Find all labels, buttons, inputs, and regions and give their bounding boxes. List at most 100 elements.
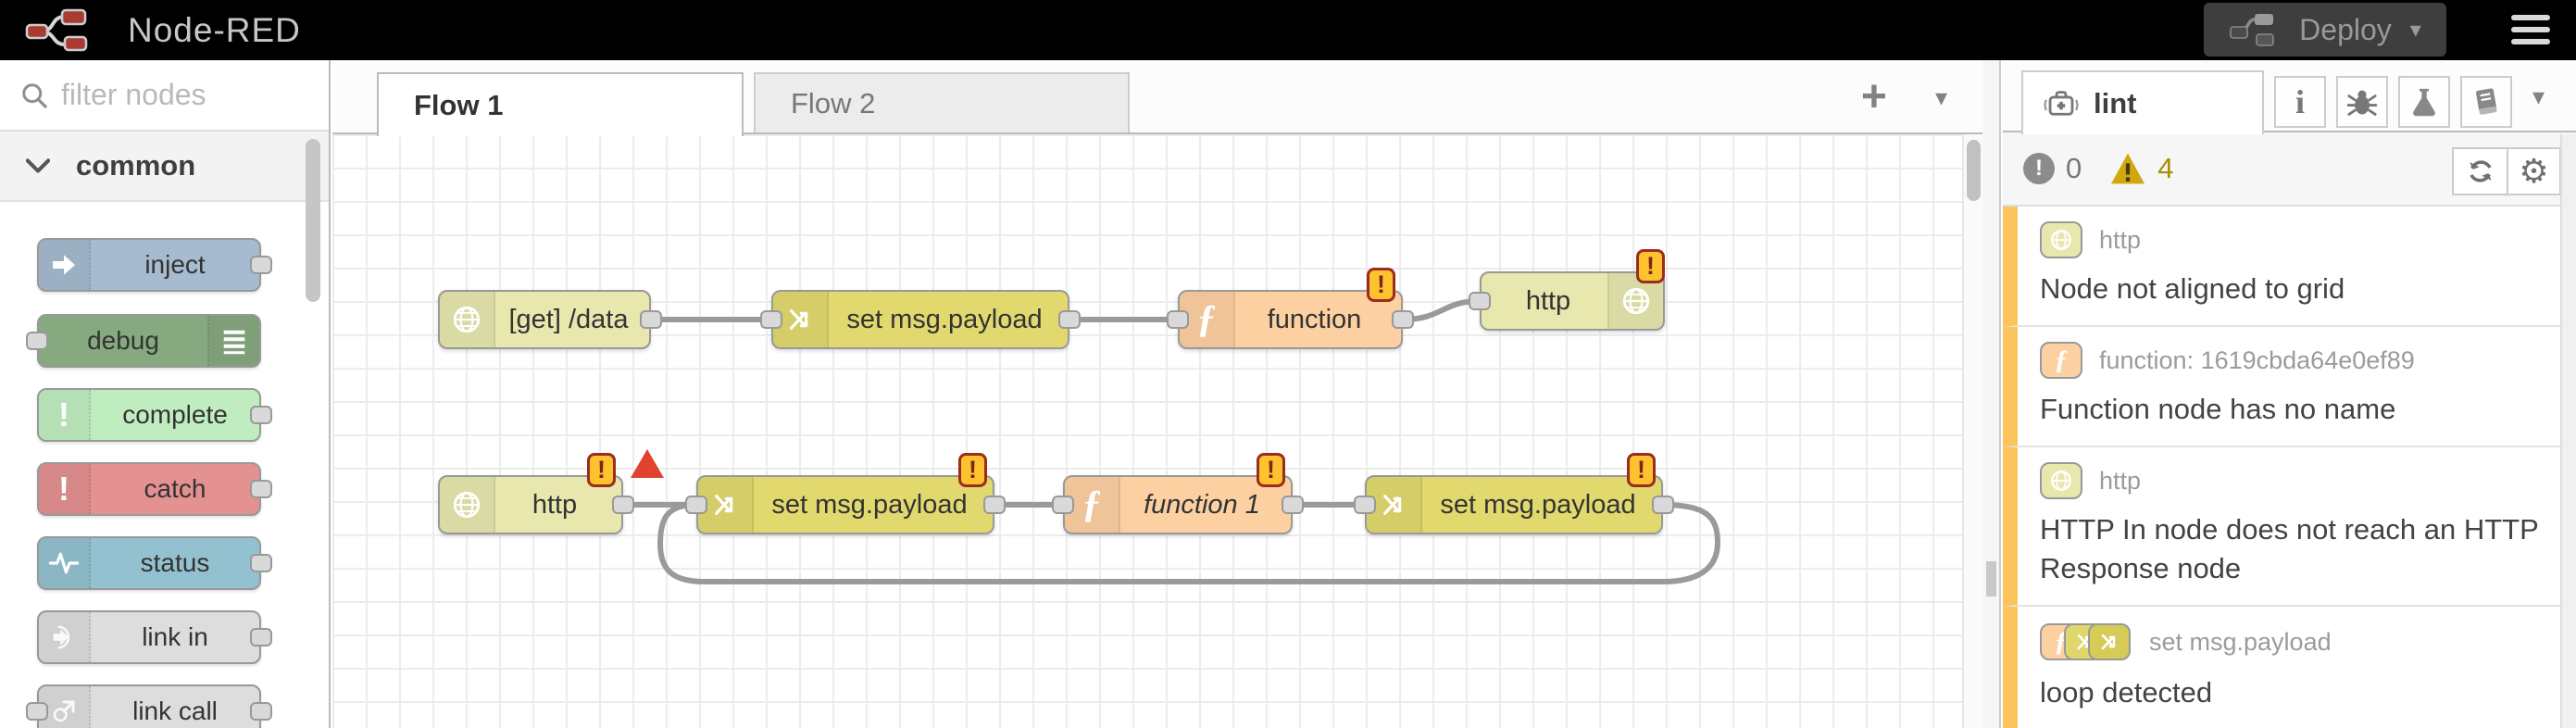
lint-issue-list: http Node not aligned to grid ƒ function… bbox=[2003, 207, 2576, 728]
lint-issue-node-label: function: 1619cbda64e0ef89 bbox=[2099, 345, 2415, 374]
input-port[interactable] bbox=[1052, 496, 1074, 514]
tab-docs[interactable] bbox=[2460, 76, 2512, 128]
tab-debug[interactable] bbox=[2336, 76, 2388, 128]
output-port[interactable] bbox=[1282, 496, 1304, 514]
sidebar-tabs-caret-icon[interactable]: ▾ bbox=[2532, 82, 2545, 110]
input-port[interactable] bbox=[760, 310, 782, 329]
lint-toolbar-buttons: ⚙ bbox=[2452, 147, 2561, 195]
tab-info[interactable]: i bbox=[2274, 76, 2326, 128]
flow-node-function[interactable]: ! ƒ function bbox=[1167, 268, 1414, 349]
flow-node-http-in-2[interactable]: ! http bbox=[438, 449, 664, 534]
header: Node-RED Deploy ▾ bbox=[0, 0, 2576, 60]
palette-node-label: inject bbox=[144, 250, 206, 279]
canvas-scrollbar-thumb[interactable] bbox=[1967, 140, 1981, 201]
palette-node-complete[interactable]: ! complete bbox=[37, 388, 272, 442]
output-port[interactable] bbox=[250, 406, 272, 424]
link-in-icon bbox=[39, 612, 91, 662]
deploy-button[interactable]: Deploy ▾ bbox=[2204, 3, 2446, 56]
node-label: function 1 bbox=[1144, 489, 1260, 520]
palette-node-debug[interactable]: debug bbox=[26, 314, 261, 368]
node-badge-stack: ƒ bbox=[2040, 621, 2132, 662]
exclamation-icon: ! bbox=[39, 464, 91, 514]
output-port[interactable] bbox=[250, 702, 272, 721]
warning-badge: ! bbox=[1367, 268, 1395, 302]
warning-triangle-icon bbox=[2111, 153, 2145, 184]
globe-icon bbox=[440, 292, 495, 347]
output-port[interactable] bbox=[640, 310, 662, 329]
output-port[interactable] bbox=[612, 496, 634, 514]
palette-scrollbar[interactable] bbox=[306, 139, 320, 302]
node-label: function bbox=[1267, 304, 1362, 334]
tab-lint[interactable]: lint bbox=[2021, 70, 2264, 134]
palette-category-common[interactable]: common bbox=[0, 132, 329, 202]
output-port[interactable] bbox=[1392, 310, 1414, 329]
warning-badge: ! bbox=[1257, 453, 1285, 487]
input-port[interactable] bbox=[1469, 292, 1491, 310]
palette-node-status[interactable]: status bbox=[37, 536, 272, 590]
palette-sidebar: common inject debug ! bbox=[0, 60, 331, 728]
function-icon: ƒ bbox=[1065, 477, 1120, 533]
change-shuffle-icon bbox=[1367, 477, 1422, 533]
input-port[interactable] bbox=[1354, 496, 1376, 514]
settings-button[interactable]: ⚙ bbox=[2507, 149, 2559, 194]
palette-node-link-call[interactable]: link call bbox=[26, 684, 272, 728]
warning-badge: ! bbox=[1636, 249, 1665, 283]
search-icon bbox=[22, 82, 47, 108]
palette-node-link-in[interactable]: link in bbox=[37, 610, 272, 664]
tab-tests[interactable] bbox=[2398, 76, 2450, 128]
flow-node-http-in-get-data[interactable]: [get] /data bbox=[438, 290, 662, 349]
lint-issue-message: loop detected bbox=[2040, 676, 2213, 709]
deploy-caret-icon[interactable]: ▾ bbox=[2409, 17, 2421, 43]
flow-node-change-1[interactable]: set msg.payload bbox=[760, 290, 1081, 349]
palette-node-inject[interactable]: inject bbox=[37, 238, 272, 292]
refresh-button[interactable] bbox=[2454, 149, 2507, 194]
output-port[interactable] bbox=[250, 256, 272, 274]
output-port[interactable] bbox=[1058, 310, 1081, 329]
canvas-scrollbar[interactable] bbox=[1962, 134, 1982, 728]
tab-flow-2[interactable]: Flow 2 bbox=[754, 72, 1130, 132]
flask-icon bbox=[2413, 88, 2435, 117]
input-port[interactable] bbox=[1167, 310, 1189, 329]
lint-issue-message: Function node has no name bbox=[2040, 393, 2396, 425]
flow-node-change-3[interactable]: ! set msg.payload bbox=[1354, 453, 1674, 534]
node-red-logo bbox=[25, 8, 88, 52]
lint-issue-loop-detected[interactable]: ƒ set msg.payload bbox=[2003, 607, 2576, 728]
lint-issue-node-not-aligned[interactable]: http Node not aligned to grid bbox=[2003, 207, 2576, 327]
input-port[interactable] bbox=[26, 702, 48, 721]
flow-node-http-response[interactable]: ! http bbox=[1469, 249, 1665, 331]
output-port[interactable] bbox=[250, 554, 272, 572]
inject-arrow-icon bbox=[39, 240, 91, 290]
info-icon: i bbox=[2295, 83, 2305, 120]
book-icon bbox=[2475, 88, 2497, 115]
output-port[interactable] bbox=[983, 496, 1006, 514]
input-port[interactable] bbox=[26, 332, 48, 350]
splitter-grip[interactable] bbox=[1986, 561, 1996, 596]
flow-node-function-1[interactable]: ! ƒ function 1 bbox=[1052, 453, 1304, 534]
function-icon: ƒ bbox=[2054, 345, 2069, 375]
lint-sidebar: lint i bbox=[2003, 60, 2576, 728]
output-port[interactable] bbox=[1652, 496, 1674, 514]
node-label: http bbox=[1525, 285, 1571, 316]
lint-issue-node-label: set msg.payload bbox=[2149, 627, 2332, 656]
function-icon: ƒ bbox=[1180, 292, 1235, 347]
lint-issue-http-no-response[interactable]: http HTTP In node does not reach an HTTP… bbox=[2003, 447, 2576, 607]
flow-node-change-2[interactable]: ! set msg.payload bbox=[685, 453, 1006, 534]
flow-list-caret-icon[interactable]: ▾ bbox=[1934, 82, 1947, 111]
lint-issue-function-no-name[interactable]: ƒ function: 1619cbda64e0ef89 Function no… bbox=[2003, 327, 2576, 447]
lint-issue-message: HTTP In node does not reach an HTTP Resp… bbox=[2040, 513, 2539, 584]
change-shuffle-icon bbox=[698, 477, 754, 533]
output-port[interactable] bbox=[250, 480, 272, 498]
palette-node-catch[interactable]: ! catch bbox=[37, 462, 272, 516]
flow-canvas[interactable]: [get] /data set msg.payload ! ƒ functi bbox=[332, 134, 1962, 728]
tab-flow-1[interactable]: Flow 1 bbox=[377, 72, 744, 136]
add-flow-button[interactable]: + bbox=[1860, 72, 1887, 121]
sidebar-scrollbar[interactable] bbox=[2560, 134, 2576, 728]
function-node-badge: ƒ bbox=[2040, 342, 2082, 379]
input-port[interactable] bbox=[685, 496, 707, 514]
sidebar-splitter[interactable] bbox=[1982, 60, 2001, 728]
change-shuffle-icon bbox=[2101, 634, 2116, 650]
workspace: Flow 1 Flow 2 + ▾ bbox=[332, 60, 1982, 728]
output-port[interactable] bbox=[250, 628, 272, 646]
palette-search-input[interactable] bbox=[61, 78, 293, 112]
hamburger-menu-icon[interactable] bbox=[2511, 15, 2550, 51]
